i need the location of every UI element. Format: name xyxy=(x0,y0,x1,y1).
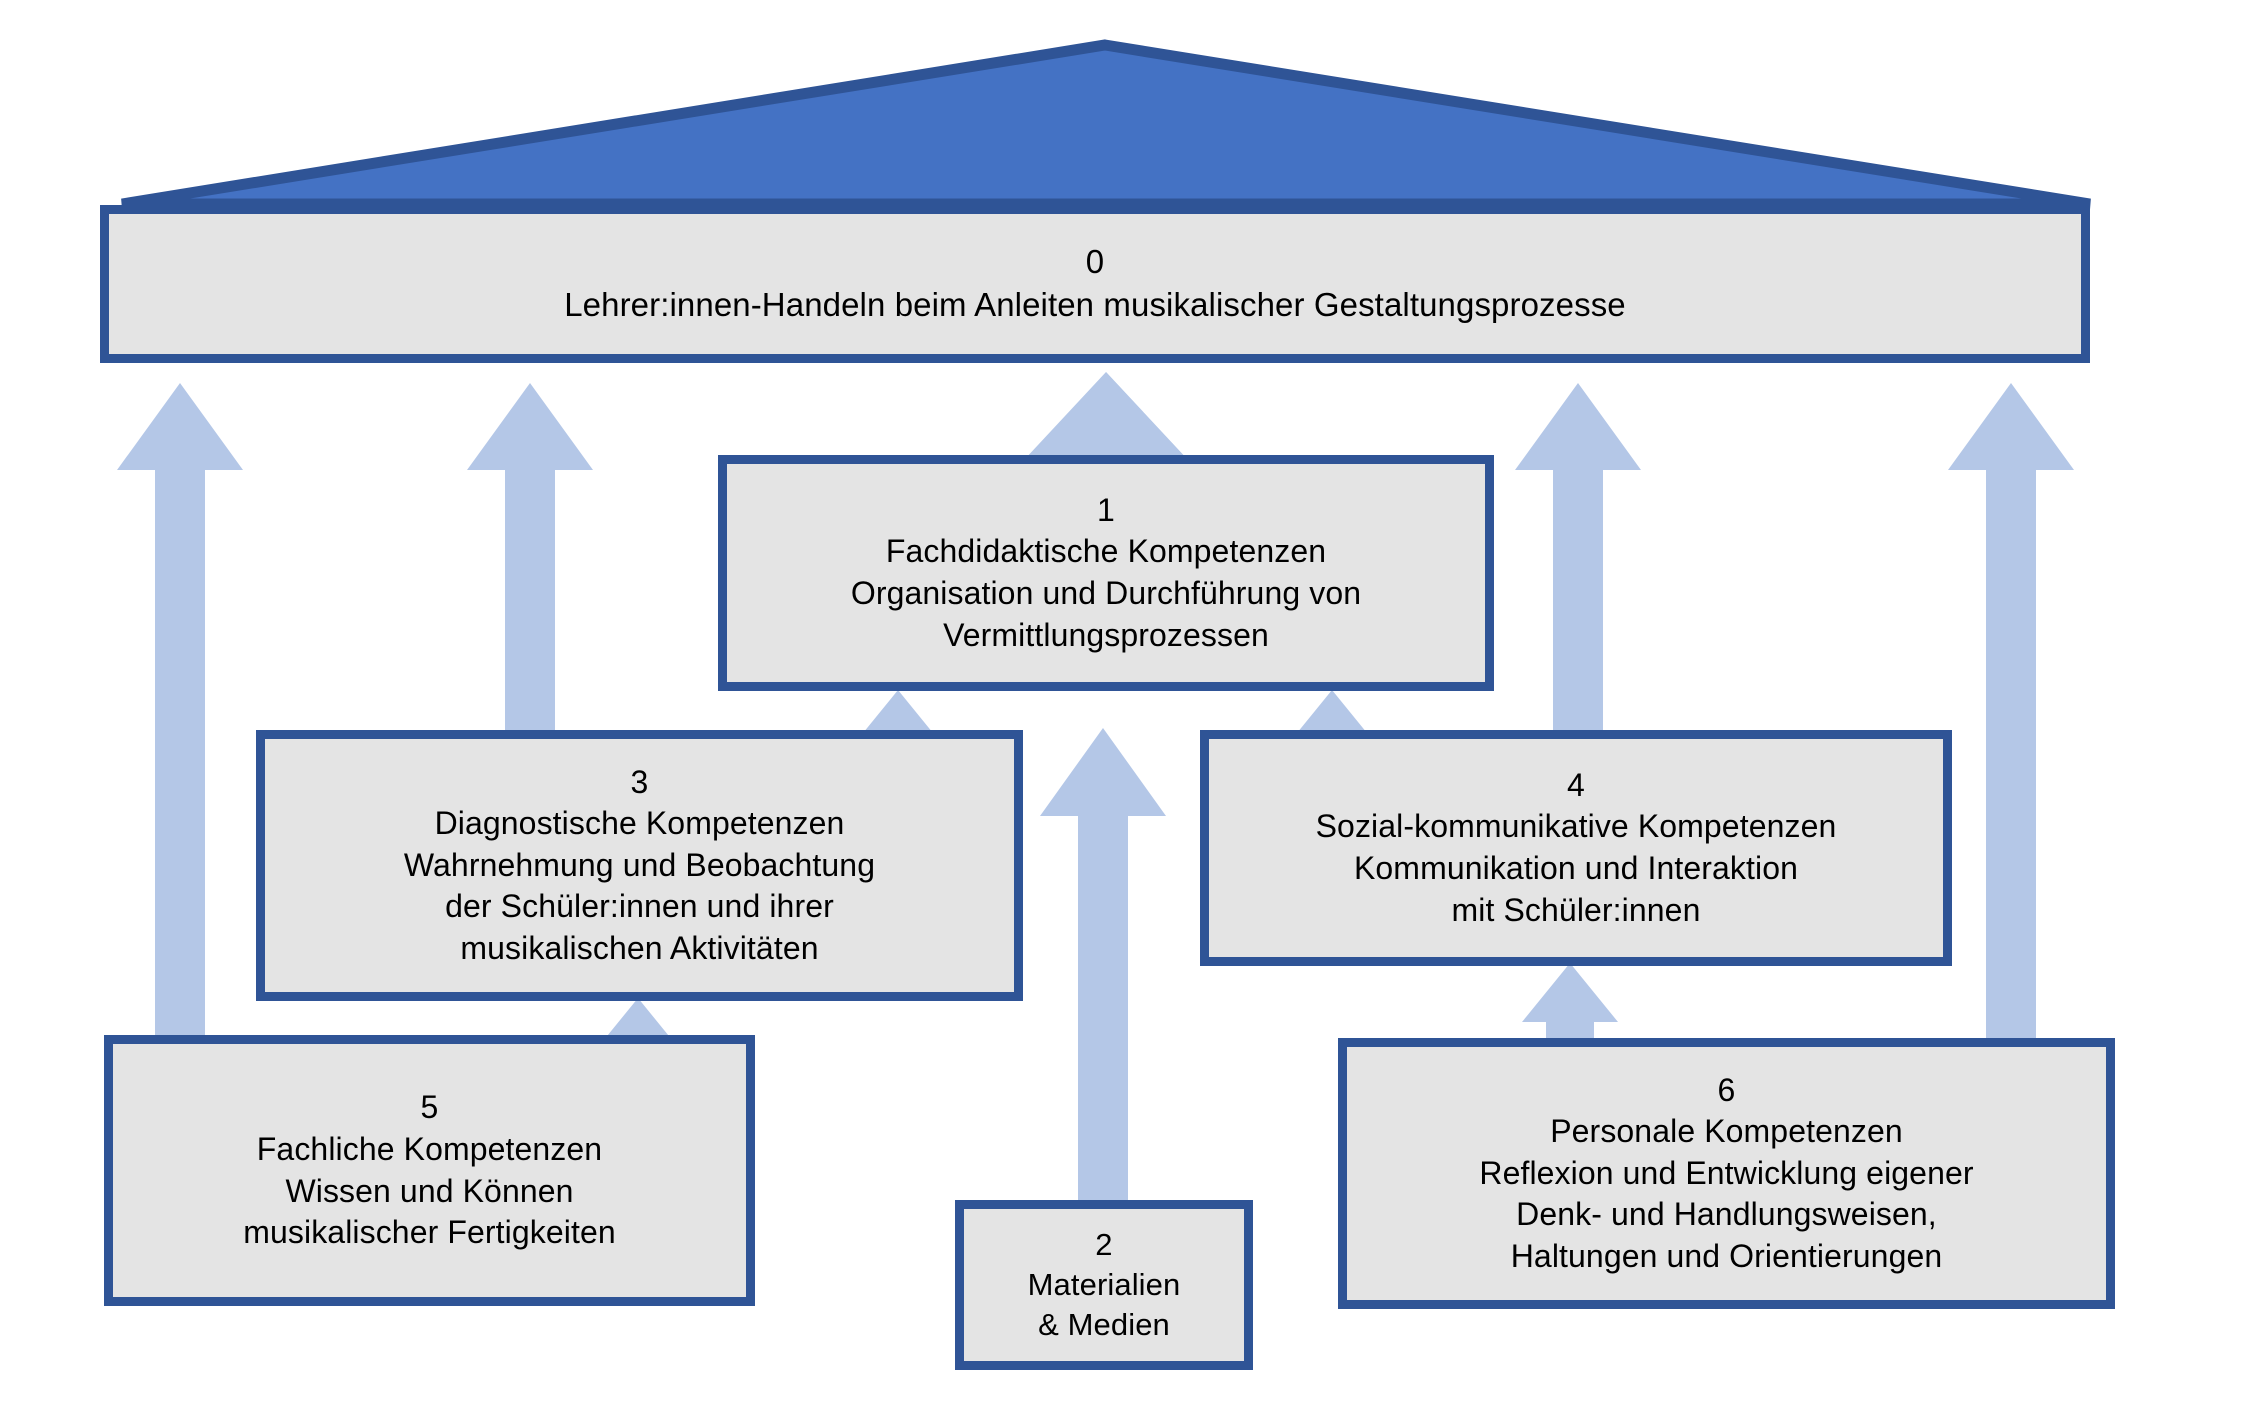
arrow-from-3-to-0 xyxy=(467,383,593,735)
arrow-from-2-to-1 xyxy=(1040,728,1166,1200)
box-3-line-3: der Schüler:innen und ihrer xyxy=(445,888,834,925)
box-5-text: Fachliche Kompetenzen Wissen und Können … xyxy=(243,1129,616,1254)
box-4-text: Sozial-kommunikative Kompetenzen Kommuni… xyxy=(1316,806,1837,931)
box-1-text: Fachdidaktische Kompetenzen Organisation… xyxy=(851,531,1361,656)
box-3-line-1: Diagnostische Kompetenzen xyxy=(434,805,845,842)
arrow-from-4-to-0 xyxy=(1515,383,1641,735)
box-3-diagnostische-kompetenzen[interactable]: 3 Diagnostische Kompetenzen Wahrnehmung … xyxy=(256,730,1023,1001)
box-3-line-4: musikalischen Aktivitäten xyxy=(460,929,819,966)
box-0-line-1: Lehrer:innen-Handeln beim Anleiten musik… xyxy=(564,286,1626,323)
box-5-number: 5 xyxy=(420,1089,439,1126)
roof-triangle xyxy=(121,39,2091,210)
box-5-line-1: Fachliche Kompetenzen xyxy=(256,1130,603,1167)
box-0-text: Lehrer:innen-Handeln beim Anleiten musik… xyxy=(564,284,1626,327)
box-2-line-2: & Medien xyxy=(1038,1307,1170,1343)
box-2-materialien-medien[interactable]: 2 Materialien & Medien xyxy=(955,1200,1253,1370)
arrow-from-5-to-0 xyxy=(117,383,243,1040)
box-0-number: 0 xyxy=(1085,243,1105,281)
box-3-text: Diagnostische Kompetenzen Wahrnehmung un… xyxy=(404,803,875,969)
box-3-line-2: Wahrnehmung und Beobachtung xyxy=(403,846,876,883)
box-5-line-3: musikalischer Fertigkeiten xyxy=(243,1214,616,1251)
box-3-number: 3 xyxy=(630,763,649,800)
box-1-fachdidaktische-kompetenzen[interactable]: 1 Fachdidaktische Kompetenzen Organisati… xyxy=(718,455,1494,691)
box-5-line-2: Wissen und Können xyxy=(285,1172,574,1209)
box-4-sozial-kommunikative-kompetenzen[interactable]: 4 Sozial-kommunikative Kompetenzen Kommu… xyxy=(1200,730,1952,966)
box-1-number: 1 xyxy=(1097,491,1115,528)
box-5-fachliche-kompetenzen[interactable]: 5 Fachliche Kompetenzen Wissen und Könne… xyxy=(104,1035,755,1306)
box-0-lehrerinnen-handeln[interactable]: 0 Lehrer:innen-Handeln beim Anleiten mus… xyxy=(100,205,2090,363)
arrow-from-1-to-0 xyxy=(1024,372,1188,463)
box-1-line-2: Organisation und Durchführung von xyxy=(850,575,1362,611)
box-4-line-1: Sozial-kommunikative Kompetenzen xyxy=(1315,808,1837,845)
box-4-line-2: Kommunikation und Interaktion xyxy=(1353,850,1799,886)
arrow-from-6-to-0 xyxy=(1948,383,2074,1040)
box-6-number: 6 xyxy=(1717,1071,1736,1108)
box-4-number: 4 xyxy=(1567,766,1585,803)
box-1-line-3: Vermittlungsprozessen xyxy=(943,616,1269,653)
box-4-line-3: mit Schüler:innen xyxy=(1451,891,1701,928)
box-6-line-1: Personale Kompetenzen xyxy=(1550,1113,1903,1150)
box-1-line-1: Fachdidaktische Kompetenzen xyxy=(885,533,1327,570)
box-2-number: 2 xyxy=(1095,1226,1113,1262)
box-6-line-4: Haltungen und Orientierungen xyxy=(1510,1237,1943,1274)
box-2-text: Materialien & Medien xyxy=(1028,1265,1181,1346)
arrow-from-6-to-4 xyxy=(1522,963,1618,1056)
box-2-line-1: Materialien xyxy=(1027,1266,1181,1302)
box-6-text: Personale Kompetenzen Reflexion und Entw… xyxy=(1479,1111,1973,1277)
box-6-line-3: Denk- und Handlungsweisen, xyxy=(1516,1196,1937,1233)
box-6-line-2: Reflexion und Entwicklung eigener xyxy=(1479,1154,1974,1191)
box-6-personale-kompetenzen[interactable]: 6 Personale Kompetenzen Reflexion und En… xyxy=(1338,1038,2115,1309)
